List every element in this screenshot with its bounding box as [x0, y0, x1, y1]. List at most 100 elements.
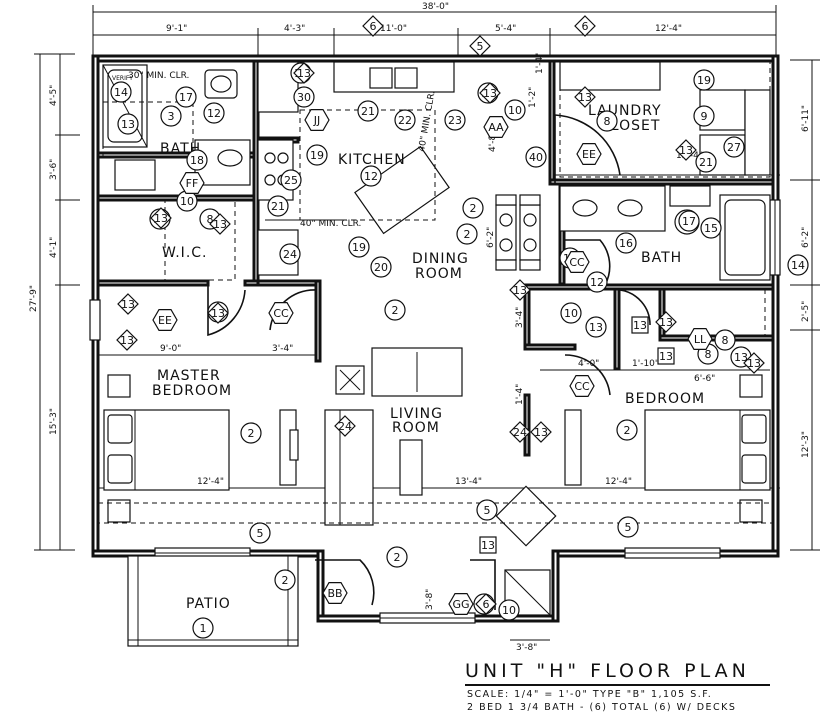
callout-diamond [530, 421, 552, 443]
dim-left-c: 4'-1" [49, 237, 59, 258]
callout-diamond-label: 13 [154, 212, 168, 225]
callout-diamond-label: 6 [370, 20, 377, 33]
callout-circle [306, 144, 328, 166]
callout-circle [175, 86, 197, 108]
callout-circle-label: 21 [271, 200, 285, 213]
callout-circle [476, 499, 498, 521]
callout-circle-label: 27 [727, 141, 741, 154]
callout-circle-label: 25 [284, 174, 298, 187]
callout-circle [723, 136, 745, 158]
dim-bath2-width: 4'-0" [578, 359, 599, 369]
callout-diamond [207, 302, 229, 324]
callout-diamond-label: 13 [679, 144, 693, 157]
clear-bath: 30" MIN. CLR. [128, 71, 189, 81]
callout-circle [787, 254, 809, 276]
callout-circle [394, 109, 416, 131]
callout-diamond-label: 13 [578, 91, 592, 104]
callout-circle-label: 13 [734, 351, 748, 364]
callout-circle-label: 24 [283, 248, 297, 261]
callout-circle-label: 14 [114, 86, 128, 99]
callout-circle-label: 21 [699, 156, 713, 169]
dim-right-d: 12'-3" [801, 431, 811, 458]
callout-diamond-label: 13 [211, 307, 225, 320]
callout-diamond [117, 293, 139, 315]
callout-hexagon-label: AA [488, 121, 504, 134]
callout-diamond-label: 13 [483, 87, 497, 100]
callout-circle-label: 3 [168, 110, 175, 123]
room-label-dining-room: ROOM [415, 266, 463, 282]
dim-overall-left: 27'-9" [29, 285, 39, 312]
callout-hexagon [564, 251, 590, 273]
callout-circle [192, 617, 214, 639]
room-label-master-bedroom: BEDROOM [152, 383, 232, 399]
callout-circle [693, 69, 715, 91]
dim-right-c: 2'-5" [801, 301, 811, 322]
callout-circle [280, 169, 302, 191]
callout-circle-label: 20 [374, 261, 388, 274]
callout-circle-label: 19 [352, 241, 366, 254]
dim-bedroom-closet-width: 6'-6" [694, 374, 715, 384]
callout-circle [444, 109, 466, 131]
callout-circle-label: 30 [297, 91, 311, 104]
dim-left-b: 3'-6" [49, 159, 59, 180]
dim-top-e: 12'-4" [655, 24, 682, 34]
title-underline [465, 684, 770, 686]
callout-circle [386, 546, 408, 568]
callout-circle-label: 21 [361, 105, 375, 118]
callout-diamond-label: 24 [338, 420, 352, 433]
room-label-dining: DINING [412, 251, 469, 267]
room-label-wic: W.I.C. [162, 245, 208, 261]
callout-circle [617, 516, 639, 538]
dim-left-a: 4'-5" [49, 85, 59, 106]
callout-circle-label: 18 [190, 154, 204, 167]
dim-bedroom-width: 12'-4" [605, 477, 632, 487]
room-label-bedroom: BEDROOM [625, 391, 705, 407]
callout-circle-label: 2 [470, 202, 477, 215]
dim-top-c: 11'-0" [380, 24, 407, 34]
dim-hall-vertical: 3'-4" [515, 307, 525, 328]
callout-circle-label: 1 [200, 622, 207, 635]
callout-circle [370, 256, 392, 278]
callout-circle [462, 197, 484, 219]
dim-closet-width: 1'-10" [632, 359, 659, 369]
callout-hexagon-label: EE [158, 314, 172, 327]
dim-entry-vertical: 3'-8" [425, 589, 435, 610]
callout-circle [585, 316, 607, 338]
callout-hexagon [483, 115, 509, 138]
dim-top-b: 4'-3" [284, 24, 305, 34]
callout-hexagon-label: BB [327, 587, 342, 600]
callout-diamond [509, 421, 531, 443]
callout-diamond [509, 279, 531, 301]
callout-circle-label: 2 [624, 424, 631, 437]
callout-circle-label: 2 [282, 574, 289, 587]
callout-circle-label: 10 [508, 104, 522, 117]
dim-living-width: 13'-4" [455, 477, 482, 487]
callout-hexagon [569, 375, 595, 397]
plan-scale-line: SCALE: 1/4" = 1'-0" TYPE "B" 1,105 S.F. [467, 689, 713, 700]
callout-circle-label: 8 [604, 115, 611, 128]
room-label-bath2: BATH [641, 250, 682, 266]
callout-circle-label: 17 [179, 91, 193, 104]
callout-circle [160, 105, 182, 127]
callout-square [479, 536, 497, 554]
callout-circle-label: 22 [398, 114, 412, 127]
clearance-lines [97, 61, 774, 524]
callout-diamond [743, 352, 765, 374]
callout-circle-label: 2 [464, 228, 471, 241]
bath1-fixtures [102, 64, 251, 191]
callout-circle-label: 23 [448, 114, 462, 127]
callout-hexagon-label: GG [452, 598, 469, 611]
dim-kitchen-vertical: 4'-8" [488, 131, 498, 152]
callout-circle-label: 12 [364, 170, 378, 183]
dim-top-d: 5'-4" [495, 24, 516, 34]
verify-note: VERIFY [112, 75, 133, 82]
dim-right-a: 6'-11" [801, 105, 811, 132]
callout-diamond [362, 15, 384, 37]
callout-circle-label: 10 [564, 307, 578, 320]
callout-diamond-label: 6 [582, 20, 589, 33]
dim-overall-top: 38'-0" [422, 2, 449, 12]
callout-diamond-label: 5 [477, 40, 484, 53]
callout-hexagon [304, 108, 330, 131]
door-swings [207, 114, 651, 610]
callout-diamond-label: 13 [213, 218, 227, 231]
